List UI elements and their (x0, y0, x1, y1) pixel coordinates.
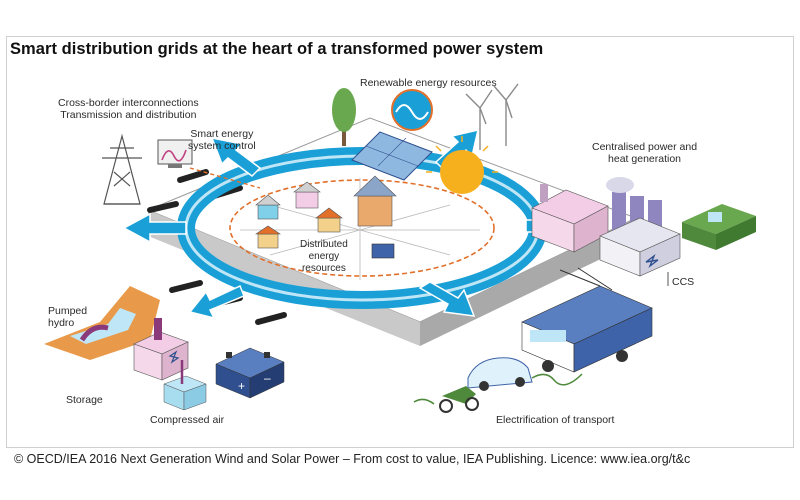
label-smart-control-line2: system control (188, 140, 256, 152)
compressed-air-tank (163, 360, 207, 411)
hydro-dam-icon (682, 204, 756, 250)
control-line (189, 167, 261, 189)
label-centralised-line2: heat generation (608, 153, 682, 165)
electric-car (467, 357, 533, 391)
figure-frame (6, 36, 794, 448)
label-distributed-line3: resources (301, 263, 346, 274)
label-pumped-hydro-line2: hydro (48, 317, 75, 329)
battery-icon: + – (215, 347, 285, 399)
label-smart-control-line1: Smart energy (190, 128, 254, 140)
tree (332, 88, 356, 146)
label-centralised-line1: Centralised power and (592, 141, 698, 153)
wind-turbines (465, 83, 519, 150)
copyright-footer: © OECD/IEA 2016 Next Generation Wind and… (14, 452, 691, 466)
label-cross-border: Cross-border interconnections Transmissi… (58, 97, 199, 121)
storage-building (133, 318, 189, 381)
solar-panel (351, 131, 433, 181)
label-distributed-line1: Distributed (300, 239, 348, 250)
wave-energy-icon (391, 89, 433, 131)
label-distributed: Distributed energy resources (300, 239, 348, 275)
label-pumped-hydro: Pumped hydro (48, 305, 87, 329)
diagram-title: Smart distribution grids at the heart of… (10, 40, 544, 58)
charging-cable (531, 373, 583, 386)
electric-bus (521, 267, 653, 373)
label-storage: Storage (66, 394, 103, 406)
pumped-hydro-icon (44, 286, 160, 360)
label-renewable: Renewable energy resources (360, 77, 497, 89)
label-cross-border-line1: Cross-border interconnections (58, 97, 199, 109)
electric-scooter (413, 386, 479, 413)
control-monitor-icon (157, 139, 193, 168)
svg-text:–: – (264, 371, 271, 385)
label-distributed-line2: energy (308, 251, 340, 262)
sun (426, 136, 498, 194)
label-transport: Electrification of transport (496, 414, 615, 426)
label-smart-control: Smart energy system control (188, 128, 256, 152)
transmission-tower-icon (102, 133, 142, 205)
power-plant (531, 177, 681, 286)
label-compressed-air: Compressed air (150, 414, 225, 426)
label-pumped-hydro-line1: Pumped (48, 305, 88, 317)
svg-text:+: + (238, 379, 245, 393)
label-ccs: CCS (672, 276, 695, 288)
label-cross-border-line2: Transmission and distribution (60, 109, 197, 121)
label-centralised: Centralised power and heat generation (592, 141, 697, 165)
distributed-houses (255, 175, 397, 259)
